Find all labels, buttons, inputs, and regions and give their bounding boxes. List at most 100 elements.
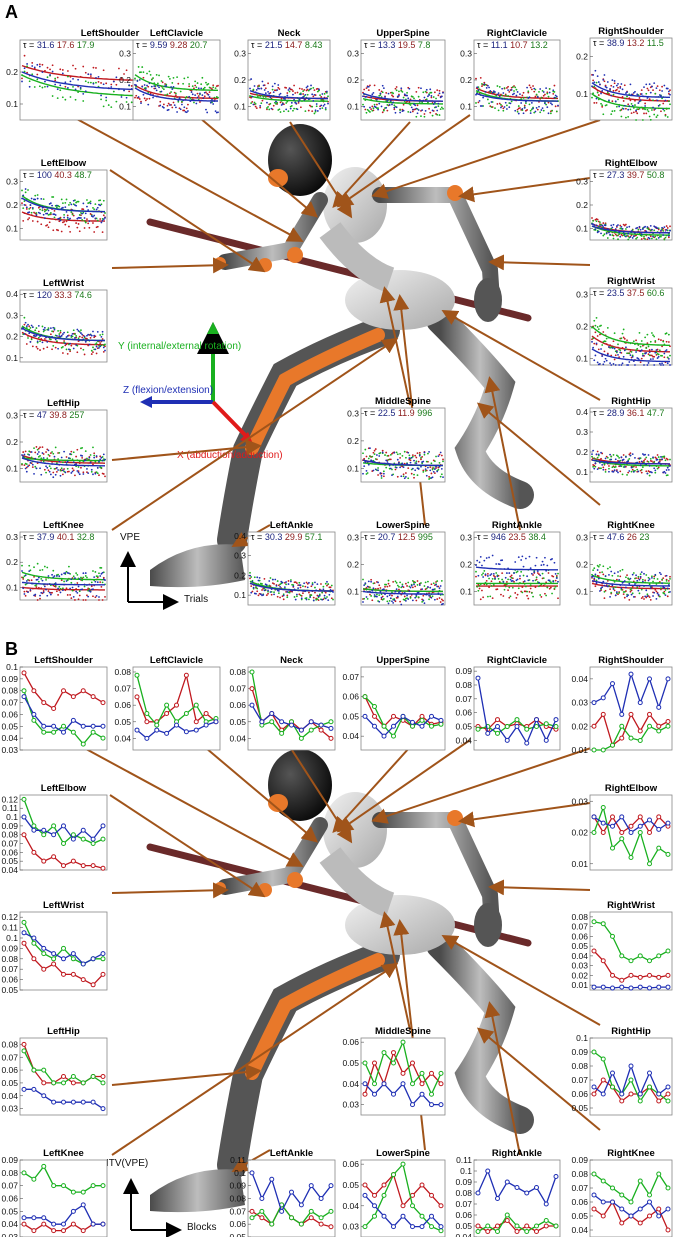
scatter-point-y: [75, 572, 78, 575]
scatter-point-x: [81, 456, 84, 459]
scatter-point-x: [656, 85, 659, 88]
scatter-point-x: [430, 583, 433, 586]
series-marker-z: [70, 1208, 76, 1214]
scatter-point-z: [146, 84, 148, 87]
scatter-point-y: [57, 573, 59, 576]
scatter-point-z: [57, 469, 59, 471]
scatter-point-x: [429, 111, 432, 114]
scatter-point-z: [428, 94, 430, 96]
scatter-point-z: [143, 84, 146, 86]
scatter-point-z: [92, 215, 94, 218]
chart-title: LeftWrist: [43, 278, 85, 289]
scatter-point-x: [171, 106, 174, 109]
scatter-point-y: [597, 328, 600, 331]
scatter-point-x: [442, 458, 444, 461]
scatter-point-y: [625, 116, 627, 119]
scatter-point-z: [626, 91, 628, 94]
y-tick-label: 0.06: [1, 847, 18, 857]
scatter-point-y: [51, 451, 53, 453]
scatter-point-y: [61, 96, 64, 99]
scatter-point-z: [644, 595, 647, 598]
scatter-point-y: [366, 598, 369, 600]
series-marker-z: [438, 1102, 444, 1108]
scatter-point-x: [647, 89, 650, 92]
series-marker-x: [391, 1050, 396, 1056]
scatter-point-z: [403, 477, 406, 480]
scatter-point-x: [629, 590, 632, 593]
scatter-point-x: [46, 346, 49, 349]
scatter-point-x: [515, 596, 518, 599]
scatter-point-z: [613, 469, 616, 471]
scatter-point-x: [100, 82, 102, 84]
scatter-point-z: [251, 95, 254, 98]
y-tick-label: 0.07: [571, 1075, 588, 1085]
scatter-point-y: [612, 454, 615, 456]
scatter-point-z: [651, 471, 653, 474]
scatter-point-y: [134, 77, 136, 80]
scatter-point-y: [100, 203, 103, 206]
scatter-point-x: [554, 105, 557, 108]
scatter-point-z: [196, 96, 199, 99]
scatter-point-y: [478, 584, 481, 587]
series-marker-x: [21, 1221, 27, 1227]
scatter-point-y: [611, 574, 614, 577]
scatter-point-x: [646, 342, 649, 344]
scatter-point-y: [634, 469, 636, 472]
scatter-point-y: [496, 85, 499, 87]
scatter-point-z: [638, 457, 641, 460]
scatter-point-z: [59, 474, 62, 477]
scatter-point-z: [609, 453, 611, 456]
scatter-point-y: [147, 91, 150, 94]
scatter-point-z: [623, 233, 626, 236]
scatter-point-z: [256, 576, 259, 579]
y-tick-label: 0.04: [229, 733, 246, 743]
scatter-point-x: [49, 333, 52, 336]
scatter-point-x: [382, 475, 385, 478]
scatter-point-y: [648, 474, 651, 477]
series-marker-x: [475, 1223, 481, 1229]
series-marker-x: [619, 830, 625, 835]
scatter-point-z: [179, 108, 182, 111]
scatter-point-y: [33, 566, 35, 569]
scatter-point-y: [70, 581, 73, 584]
scatter-point-y: [52, 452, 55, 455]
series-marker-y: [31, 940, 37, 946]
series-marker-x: [400, 1203, 406, 1209]
scatter-point-x: [140, 100, 142, 103]
series-marker-z: [80, 827, 86, 833]
scatter-point-z: [279, 92, 282, 95]
scatter-point-z: [272, 91, 275, 94]
scatter-point-y: [532, 595, 534, 598]
scatter-point-z: [489, 574, 492, 577]
series-marker-x: [495, 1223, 500, 1229]
scatter-point-z: [321, 93, 324, 95]
scatter-point-y: [42, 330, 45, 333]
scatter-point-x: [653, 355, 656, 358]
scatter-point-z: [393, 451, 396, 454]
scatter-point-z: [655, 597, 658, 600]
scatter-point-z: [505, 108, 508, 110]
scatter-point-z: [120, 96, 123, 98]
scatter-point-y: [150, 78, 153, 81]
series-marker-y: [391, 733, 396, 739]
scatter-point-y: [407, 477, 410, 480]
scatter-point-x: [76, 351, 79, 354]
scatter-point-y: [21, 463, 23, 465]
scatter-point-z: [636, 226, 639, 229]
blocks-label: Blocks: [187, 1222, 216, 1233]
tau-symbol: τ =: [364, 40, 378, 50]
scatter-point-z: [312, 599, 315, 602]
series-marker-z: [600, 1091, 606, 1097]
scatter-point-y: [168, 77, 171, 80]
scatter-point-y: [511, 86, 514, 88]
scatter-point-x: [76, 448, 79, 451]
scatter-point-y: [39, 208, 41, 211]
scatter-point-y: [404, 456, 407, 459]
tau-symbol: τ =: [593, 408, 607, 418]
scatter-point-x: [120, 77, 123, 80]
scatter-point-z: [39, 212, 41, 215]
scatter-point-x: [636, 112, 639, 115]
scatter-point-x: [63, 468, 66, 470]
y-tick-label: 0.07: [1, 1181, 18, 1191]
y-tick-label: 0.04: [1, 1219, 18, 1229]
